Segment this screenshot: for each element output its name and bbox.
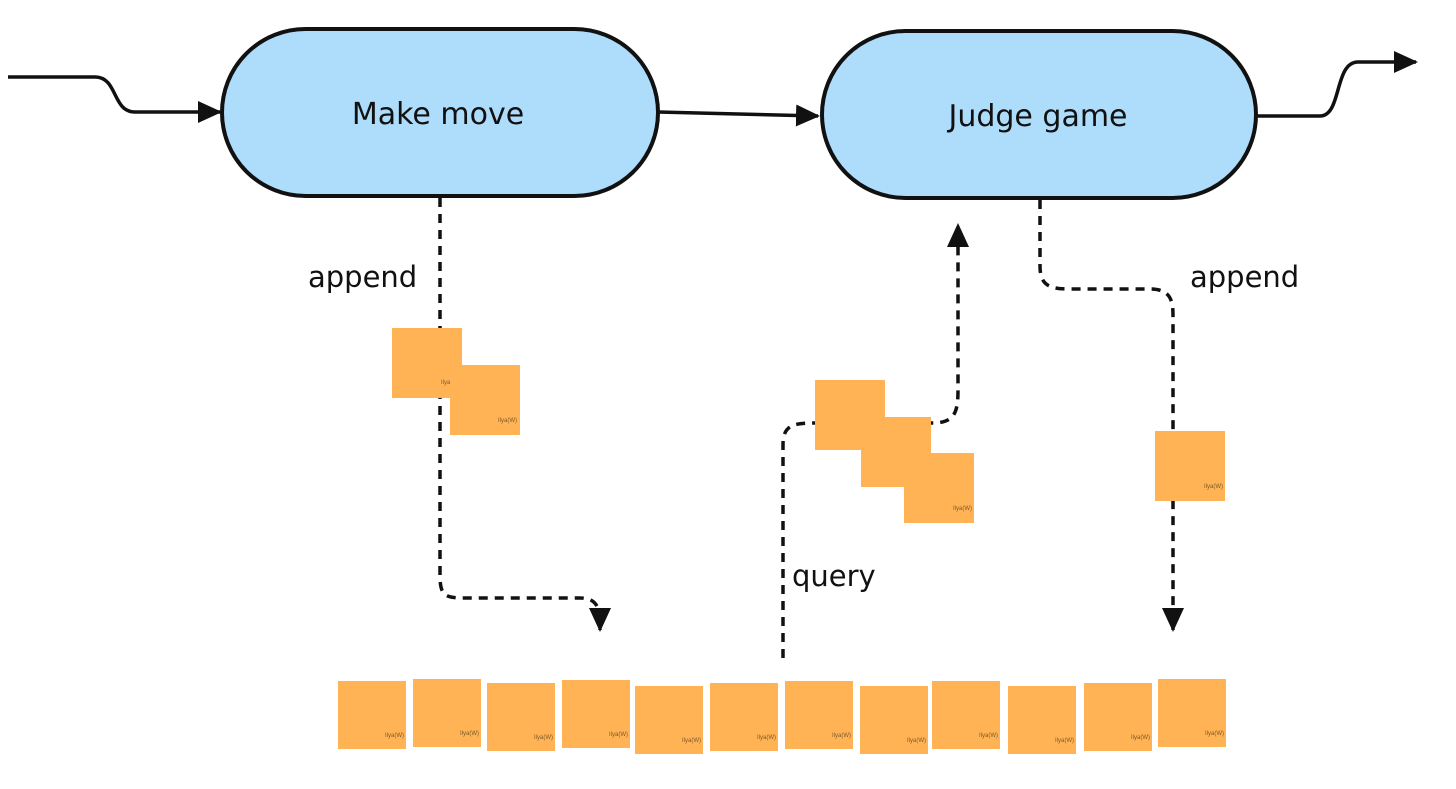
sticky-note-author: Ilya(W) <box>907 738 926 744</box>
edge-label-append-left: append <box>308 260 417 294</box>
sticky-note-author: Ilya(W) <box>979 733 998 739</box>
sticky-note-author: Ilya(W) <box>682 738 701 744</box>
sticky-note-author: Ilya(W) <box>832 733 851 739</box>
sticky-note: Ilya(W) <box>710 683 778 751</box>
node-make-move-label: Make move <box>352 97 524 132</box>
sticky-note: Ilya(W) <box>860 686 928 754</box>
edge-append-to-history <box>438 198 611 632</box>
sticky-note-author: Ilya(W) <box>1204 484 1223 490</box>
sticky-note: Ilya(W) <box>1084 683 1152 751</box>
node-judge-game-label: Judge game <box>946 99 1127 134</box>
sticky-note-group-judge-append: Ilya(W) <box>1155 431 1225 501</box>
node-make-move[interactable]: Make move <box>220 27 660 198</box>
sticky-note: Ilya(W) <box>338 681 406 749</box>
sticky-note: Ilya(W) <box>413 679 481 747</box>
sticky-note: Ilya(W) <box>635 686 703 754</box>
sticky-note: Ilya(W) <box>904 453 974 523</box>
edge-make-move-to-judge-game <box>657 104 820 127</box>
edge-judge-append-to-history <box>1038 200 1184 632</box>
sticky-note: Ilya(W) <box>932 681 1000 749</box>
sticky-note: Ilya(W) <box>487 683 555 751</box>
history-sticky-notes: Ilya(W) Ilya(W) Ilya(W) Ilya(W) Ilya(W) … <box>338 679 1226 754</box>
edge-judge-game-output <box>1256 51 1418 118</box>
sticky-note: Ilya(W) <box>785 681 853 749</box>
sticky-note-author: Ilya(W) <box>757 735 776 741</box>
sticky-note-group-make-move: Ilya(W) Ilya(W) <box>392 328 520 435</box>
sticky-note: Ilya(W) <box>1155 431 1225 501</box>
sticky-note-author: Ilya(W) <box>1205 731 1224 737</box>
sticky-note-author: Ilya(W) <box>1055 738 1074 744</box>
edge-label-query: query <box>792 559 876 593</box>
sticky-note-author: Ilya(W) <box>534 735 553 741</box>
sticky-note-author: Ilya(W) <box>385 733 404 739</box>
sticky-note: Ilya(W) <box>450 365 520 435</box>
sticky-note-author: Ilya(W) <box>609 732 628 738</box>
sticky-note-author: Ilya(W) <box>953 506 972 512</box>
sticky-note-author: Ilya(W) <box>1131 735 1150 741</box>
sticky-note-author: Ilya(W) <box>460 731 479 737</box>
sticky-note-group-query: Ilya(W) Ilya(W) Ilya(W) <box>815 380 974 523</box>
sticky-note: Ilya(W) <box>1158 679 1226 747</box>
sticky-note-author: Ilya(W) <box>498 418 517 424</box>
edge-input-to-make-move <box>8 75 222 123</box>
edge-query-to-judge-game <box>781 223 969 658</box>
sticky-note: Ilya(W) <box>1008 686 1076 754</box>
sticky-note: Ilya(W) <box>562 680 630 748</box>
node-judge-game[interactable]: Judge game <box>820 29 1258 200</box>
edge-label-append-right: append <box>1190 260 1299 294</box>
